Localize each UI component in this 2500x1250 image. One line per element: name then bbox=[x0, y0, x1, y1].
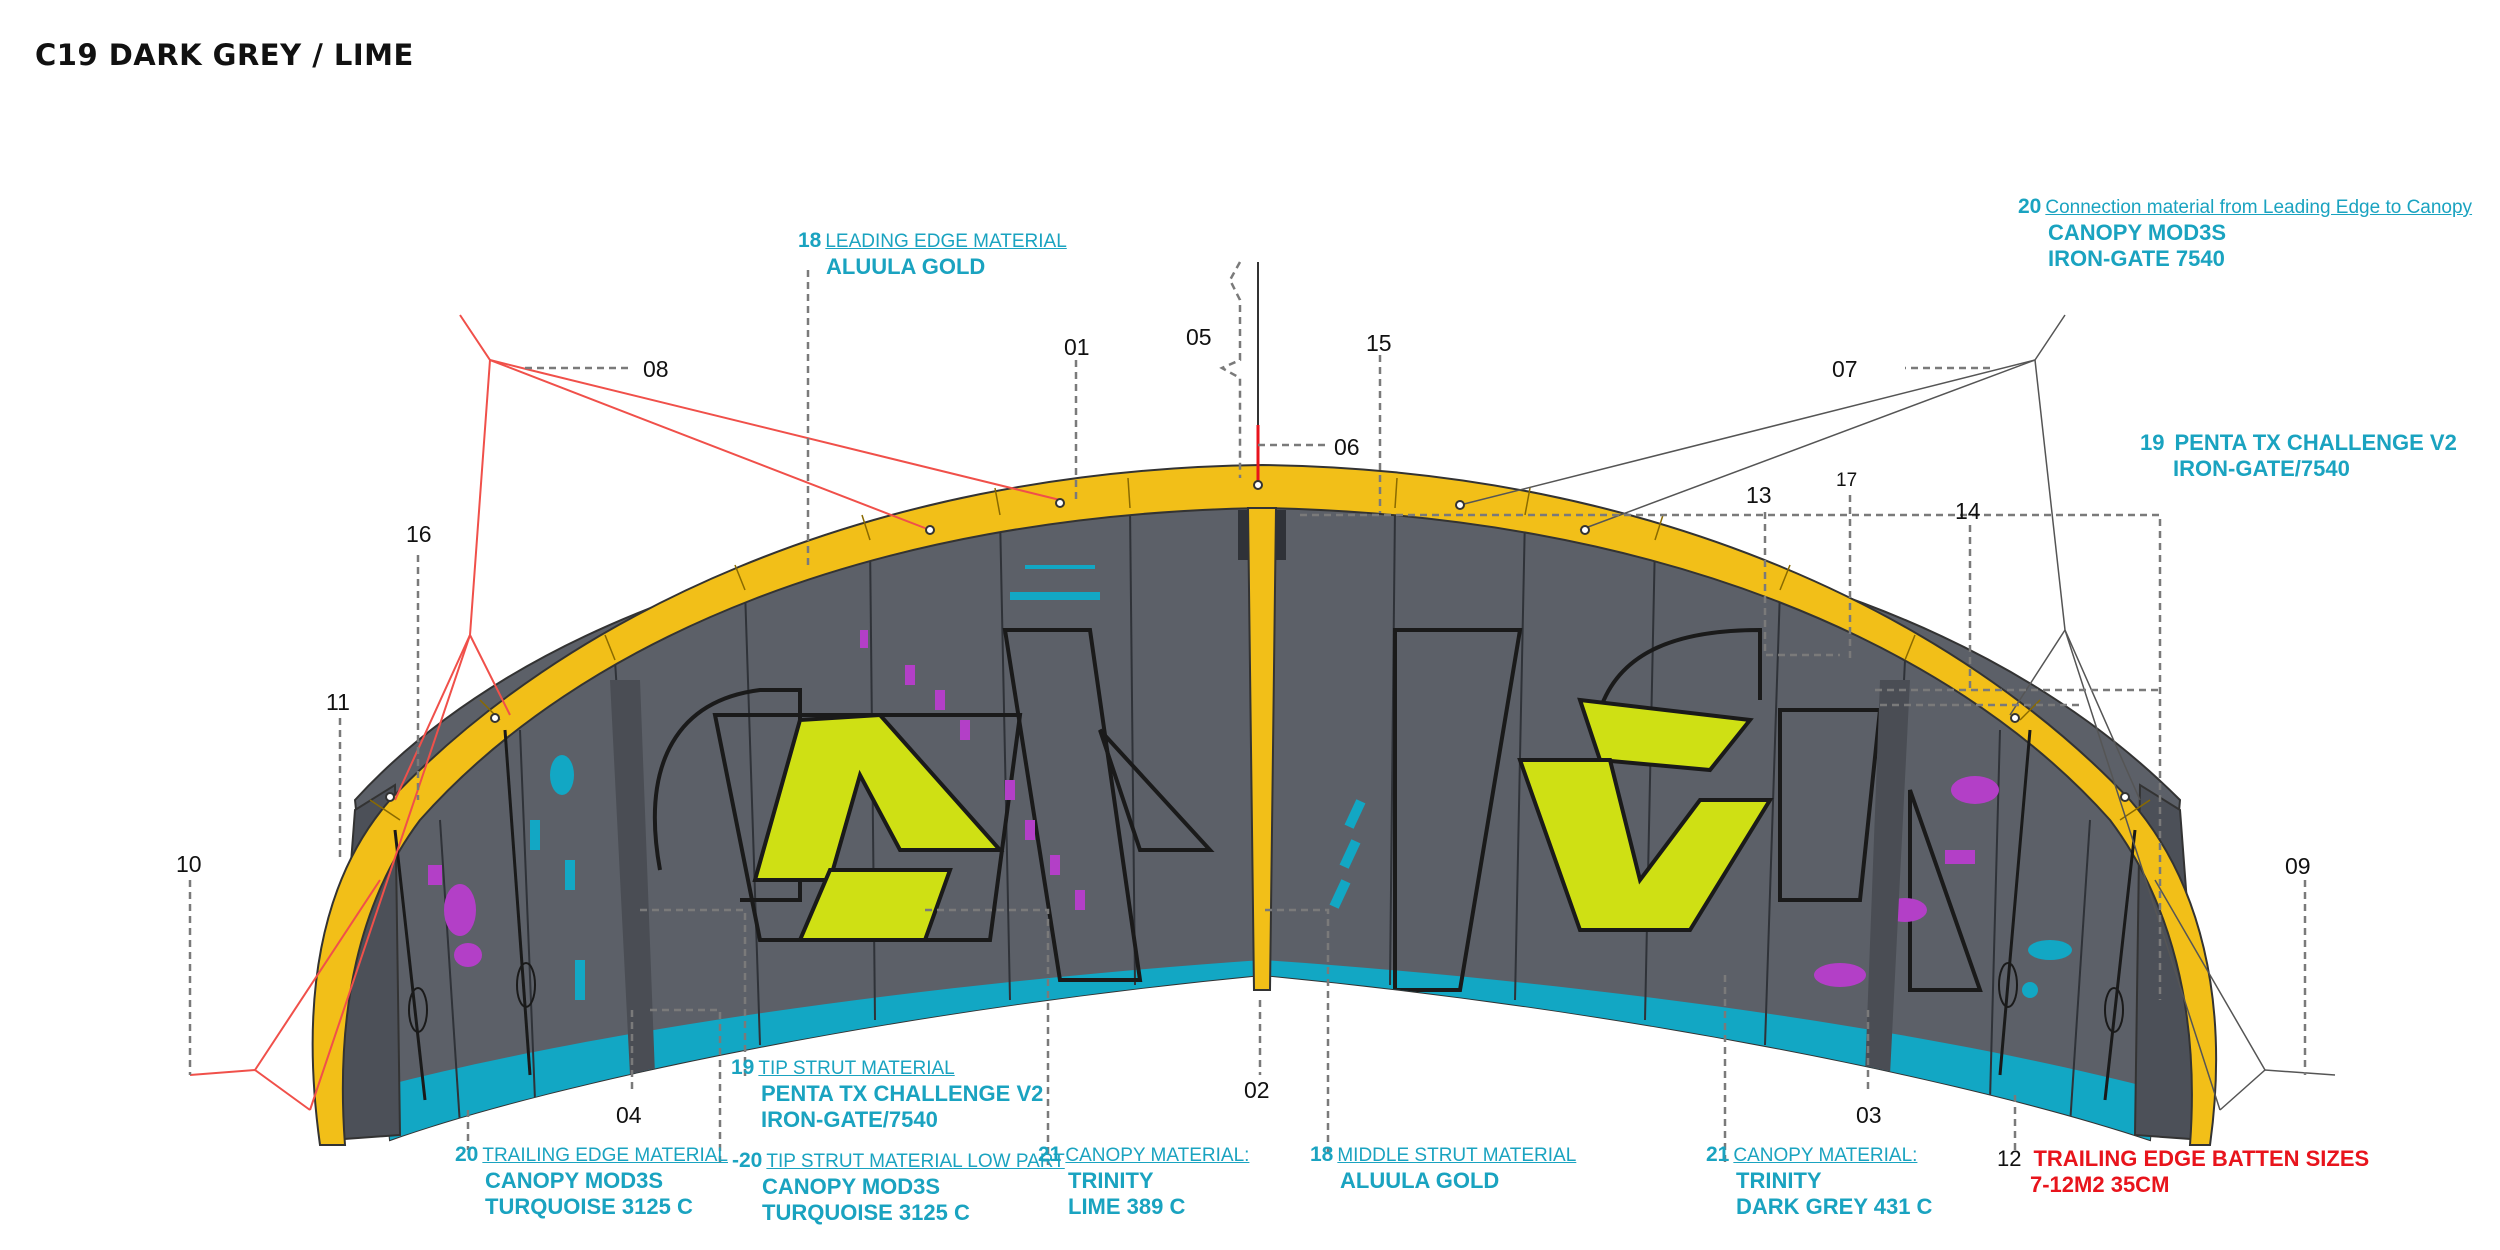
label-06: 06 bbox=[1334, 434, 1360, 460]
magenta-accents bbox=[428, 630, 1999, 987]
bridle-lines-left bbox=[189, 314, 1061, 1111]
label-13: 13 bbox=[1746, 482, 1772, 508]
strut-valve bbox=[1276, 510, 1286, 560]
label-05: 05 bbox=[1186, 324, 1212, 350]
label-09: 09 bbox=[2285, 853, 2311, 879]
battens bbox=[393, 729, 2137, 1101]
middle-strut bbox=[1246, 507, 1278, 991]
label-10: 10 bbox=[176, 851, 202, 877]
label-07: 07 bbox=[1832, 356, 1858, 382]
label-14: 14 bbox=[1955, 498, 1981, 524]
teal-accents bbox=[530, 565, 2072, 1000]
lime-logo bbox=[752, 697, 1774, 942]
leader-lines bbox=[188, 261, 2307, 1165]
label-16: 16 bbox=[406, 521, 432, 547]
label-11: 11 bbox=[326, 689, 350, 715]
label-01: 01 bbox=[1064, 334, 1090, 360]
tip-struts bbox=[610, 680, 1910, 1075]
label-08: 08 bbox=[643, 356, 669, 382]
label-02: 02 bbox=[1244, 1077, 1270, 1103]
label-04: 04 bbox=[616, 1102, 642, 1128]
leading-edge bbox=[311, 463, 2218, 1146]
label-15: 15 bbox=[1366, 330, 1392, 356]
bridle-lines-right bbox=[1459, 314, 2336, 1111]
label-03: 03 bbox=[1856, 1102, 1882, 1128]
batten-pockets bbox=[408, 962, 2124, 1033]
label-17: 17 bbox=[1836, 470, 1858, 491]
page-title: C19 DARK GREY / LIME bbox=[35, 38, 414, 72]
attachment-points bbox=[385, 480, 2130, 802]
strut-valve bbox=[1238, 510, 1248, 560]
logo-outlines bbox=[652, 627, 1983, 992]
